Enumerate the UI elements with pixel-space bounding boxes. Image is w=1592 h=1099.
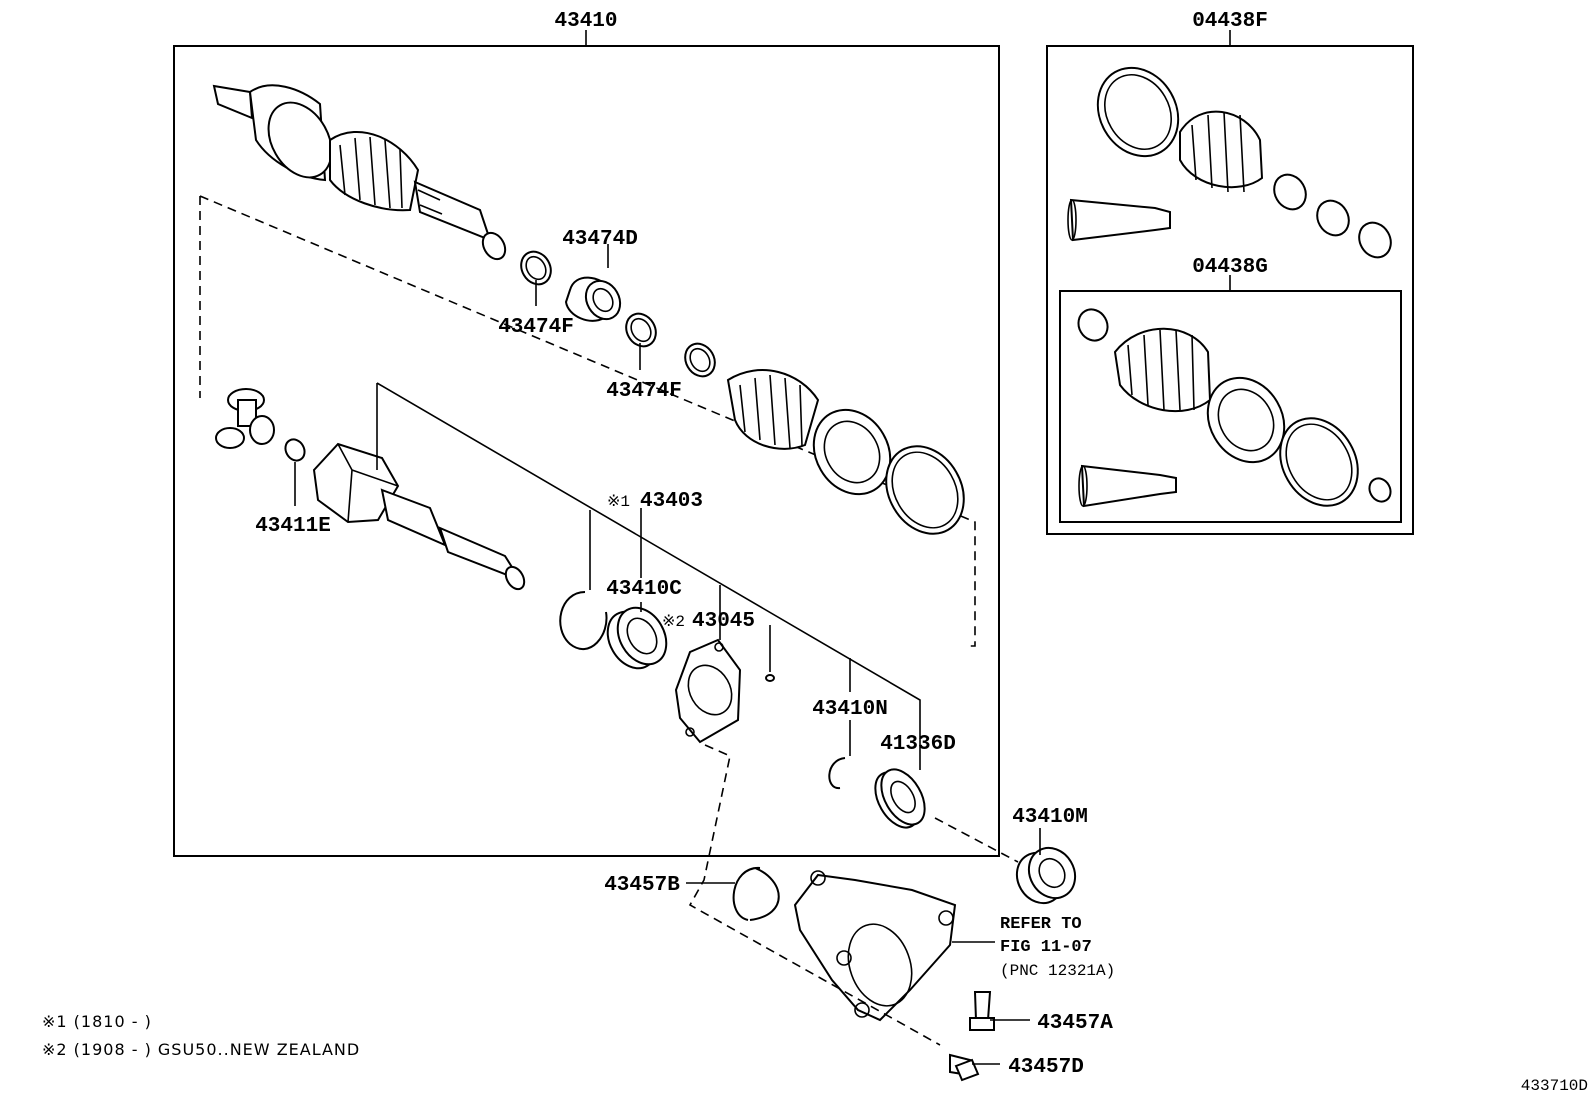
bracket-part xyxy=(674,638,742,744)
figure-id: 433710D xyxy=(1521,1077,1588,1095)
label-43474F-lower: 43474F xyxy=(606,380,682,403)
label-43045: 43045 xyxy=(692,610,755,633)
bracket-mount-guide xyxy=(688,744,941,1046)
label-41336D: 41336D xyxy=(880,733,956,756)
clamp-small-part xyxy=(684,342,716,378)
pin-part xyxy=(765,674,775,682)
label-04438F: 04438F xyxy=(1192,10,1268,33)
kit-f-clamp-1-part xyxy=(1273,173,1307,211)
outer-drive-shaft xyxy=(212,84,507,261)
note-1: ※1 (1810 - ) xyxy=(42,1012,152,1031)
bolt-d-part xyxy=(949,1053,980,1082)
refer-line-1: REFER TO xyxy=(1000,915,1082,934)
label-43411E: 43411E xyxy=(255,515,331,538)
label-43457A: 43457A xyxy=(1037,1012,1113,1035)
kit-f-grease-tube-part xyxy=(1067,198,1171,242)
kit-g-snap-ring-part xyxy=(1368,477,1392,503)
label-04438G: 04438G xyxy=(1192,256,1268,279)
label-43410N: 43410N xyxy=(812,698,888,721)
hole-snap-ring-top-part xyxy=(559,591,608,651)
seal-part xyxy=(874,768,926,829)
clamp-upper-part xyxy=(520,250,552,286)
kit-f-clamp-2-part xyxy=(1316,199,1350,237)
kit-f-large-clamp-part xyxy=(1096,66,1180,158)
kit-g-clamp-part xyxy=(1077,308,1109,342)
tripod-snap-ring-part xyxy=(284,438,306,462)
label-43410M: 43410M xyxy=(1012,806,1088,829)
label-43474D: 43474D xyxy=(562,228,638,251)
kit-f-clamp-3-part xyxy=(1358,221,1392,259)
label-43457B: 43457B xyxy=(604,874,680,897)
kit-g-grease-tube-part xyxy=(1078,464,1177,508)
label-43410: 43410 xyxy=(554,10,617,33)
label-43403: 43403 xyxy=(640,490,703,513)
kit-f-boot-part xyxy=(1179,110,1264,193)
large-clamp-part xyxy=(885,445,965,535)
tripod-part xyxy=(215,388,275,449)
label-43410C: 43410C xyxy=(606,578,682,601)
clamp-mid-part xyxy=(625,312,657,348)
tripod-housing-ring-part xyxy=(812,408,892,496)
hole-snap-ring-part xyxy=(732,866,780,921)
label-43457D: 43457D xyxy=(1008,1056,1084,1079)
kit-g-housing-ring-part xyxy=(1206,376,1286,464)
refer-line-3: (PNC 12321A) xyxy=(1000,962,1115,980)
bearing-bracket-part xyxy=(793,870,957,1022)
note1-mark-43403: ※1 xyxy=(607,493,630,511)
bearing-part xyxy=(606,606,668,670)
note-2: ※2 (1908 - ) GSU50..NEW ZEALAND xyxy=(42,1040,360,1059)
damper-part xyxy=(564,276,622,322)
snap-ring-part xyxy=(828,757,846,790)
inner-assembly-guide xyxy=(199,195,976,647)
label-43474F-upper: 43474F xyxy=(498,316,574,339)
center-bearing-part xyxy=(1015,846,1077,905)
refer-line-2: FIG 11-07 xyxy=(1000,938,1092,957)
bolt-a-part xyxy=(969,991,995,1031)
inboard-joint-part xyxy=(312,442,526,591)
kit-g-boot-part xyxy=(1113,327,1212,413)
note2-mark-43045: ※2 xyxy=(662,613,685,631)
seal-to-bearing-guide xyxy=(934,817,1019,863)
inner-boot-part xyxy=(726,369,820,450)
kit-g-large-clamp-part xyxy=(1279,417,1359,507)
